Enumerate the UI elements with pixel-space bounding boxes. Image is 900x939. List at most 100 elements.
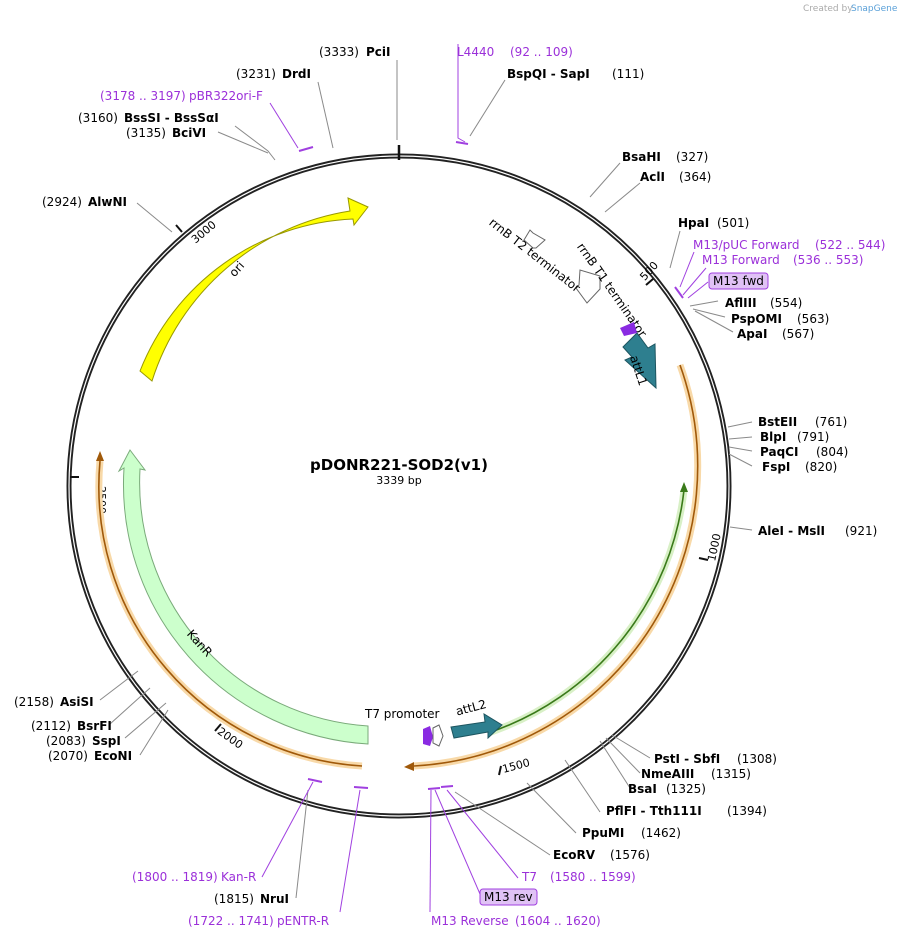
primer-l4440-range: (92 .. 109) [510,45,573,59]
enzyme-nmeaiii-pos: (1315) [711,767,751,781]
tick-1500: 1500 [501,756,531,776]
insert-line [487,489,685,734]
enzyme-bsahi-pos: (327) [676,150,708,164]
tick-1000: 1000 [705,532,724,562]
rrnb-t2-label: rrnB T2 terminator [486,215,583,295]
enzyme-ppumi-pos: (1462) [641,826,681,840]
primer-pentr-r-range: (1722 .. 1741) [188,914,274,928]
plasmid-length: 3339 bp [376,474,421,487]
primer-l4440: L4440 [457,45,494,59]
enzyme-sspi-pos: (2083) [46,734,86,748]
credit-prefix: Created by [803,4,853,14]
m13-rev-badge [479,888,538,906]
enzyme-afliii-pos: (554) [770,296,802,310]
enzyme-alwni-pos: (2924) [42,195,82,209]
enzyme-ppumi: PpuMI [582,826,624,840]
primer-m13-reverse-range: (1604 .. 1620) [515,914,601,928]
enzyme-pcii-pos: (3333) [319,45,359,59]
enzyme-paqci-pos: (804) [816,445,848,459]
lac-operator-mark [432,724,444,747]
enzyme-drdi-pos: (3231) [236,67,276,81]
m13-fwd-mark [620,322,637,336]
enzyme-sspi: SspI [92,734,121,748]
enzyme-asisi-pos: (2158) [14,695,54,709]
enzyme-bsteii-pos: (761) [815,415,847,429]
enzyme-psti: PstI - SbfI [654,752,720,766]
enzyme-paqci: PaqCI [760,445,798,459]
orf-left-arrowhead [96,451,104,461]
enzyme-ecorv: EcoRV [553,848,596,862]
enzyme-acli-pos: (364) [679,170,711,184]
enzyme-drdi: DrdI [282,67,311,81]
primer-m13-forward: M13 Forward [702,253,780,267]
orf-right-line [413,364,699,767]
enzyme-alwni: AlwNI [88,195,127,209]
enzyme-bcivi-pos: (3135) [126,126,166,140]
credit-brand: SnapGene [851,4,898,14]
enzyme-nrui: NruI [260,892,289,906]
enzyme-nrui-pos: (1815) [214,892,254,906]
enzyme-nmeaiii: NmeAIII [641,767,694,781]
enzyme-alei: AleI - MslI [758,524,825,538]
primer-kan-r: Kan-R [221,870,256,884]
enzyme-bsteii: BstEII [758,415,797,429]
insert-arrowhead [680,482,688,492]
enzyme-bsai-pos: (1325) [666,782,706,796]
enzyme-pflfi: PflFI - Tth111I [606,804,702,818]
enzyme-econi-pos: (2070) [48,749,88,763]
primer-m13-reverse: M13 Reverse [431,914,509,928]
attl1-feature [622,332,657,390]
t7-promoter-mark [423,726,433,746]
enzyme-pspomi: PspOMI [731,312,782,326]
primer-marks [298,141,684,790]
enzyme-pcii: PciI [366,45,391,59]
enzyme-bspqi: BspQI - SapI [507,67,590,81]
enzyme-bsrfi-pos: (2112) [31,719,71,733]
orf-right-arrowhead [404,762,414,771]
primer-m13-forward-range: (536 .. 553) [793,253,863,267]
enzyme-bspqi-pos: (111) [612,67,644,81]
enzyme-bsssi-pos: (3160) [78,111,118,125]
enzyme-ecorv-pos: (1576) [610,848,650,862]
enzyme-pspomi-pos: (563) [797,312,829,326]
primer-leaders [261,44,709,913]
enzyme-bcivi: BciVI [172,126,206,140]
enzyme-hpai-pos: (501) [717,216,749,230]
enzyme-psti-pos: (1308) [737,752,777,766]
attl2-label: attL2 [454,697,488,719]
enzyme-hpai: HpaI [678,216,709,230]
enzyme-blpi: BlpI [760,430,786,444]
primer-m13-fwd: M13 fwd [713,274,764,288]
rrnb-t2-feature [523,229,546,249]
plasmid-name: pDONR221-SOD2(v1) [310,456,488,474]
enzyme-econi: EcoNI [94,749,132,763]
primer-kan-r-range: (1800 .. 1819) [132,870,218,884]
enzyme-alei-pos: (921) [845,524,877,538]
primer-m13-puc-forward-range: (522 .. 544) [815,238,885,252]
enzyme-leaders [99,60,753,899]
primer-pbr322ori-f: pBR322ori-F [189,89,263,103]
enzyme-pflfi-pos: (1394) [727,804,767,818]
enzyme-afliii: AflIII [725,296,757,310]
enzyme-blpi-pos: (791) [797,430,829,444]
primer-t7-range: (1580 .. 1599) [550,870,636,884]
enzyme-fspi-pos: (820) [805,460,837,474]
primer-m13-rev: M13 rev [484,890,533,904]
enzyme-apai-pos: (567) [782,327,814,341]
enzyme-acli: AclI [640,170,665,184]
m13-fwd-badge [708,272,769,290]
enzyme-bsssi: BssSI - BssSαI [124,111,219,125]
enzyme-bsahi: BsaHI [622,150,661,164]
kanr-feature [117,449,369,745]
primer-pentr-r: pENTR-R [277,914,329,928]
enzyme-bsai: BsaI [628,782,657,796]
ori-feature [139,197,369,382]
enzyme-apai: ApaI [737,327,767,341]
enzyme-bsrfi: BsrFI [77,719,112,733]
primer-t7: T7 [521,870,537,884]
t7-promoter-label: T7 promoter [364,707,440,721]
primer-pbr322ori-f-range: (3178 .. 3197) [100,89,186,103]
enzyme-asisi: AsiSI [60,695,94,709]
attl2-feature [450,713,503,740]
